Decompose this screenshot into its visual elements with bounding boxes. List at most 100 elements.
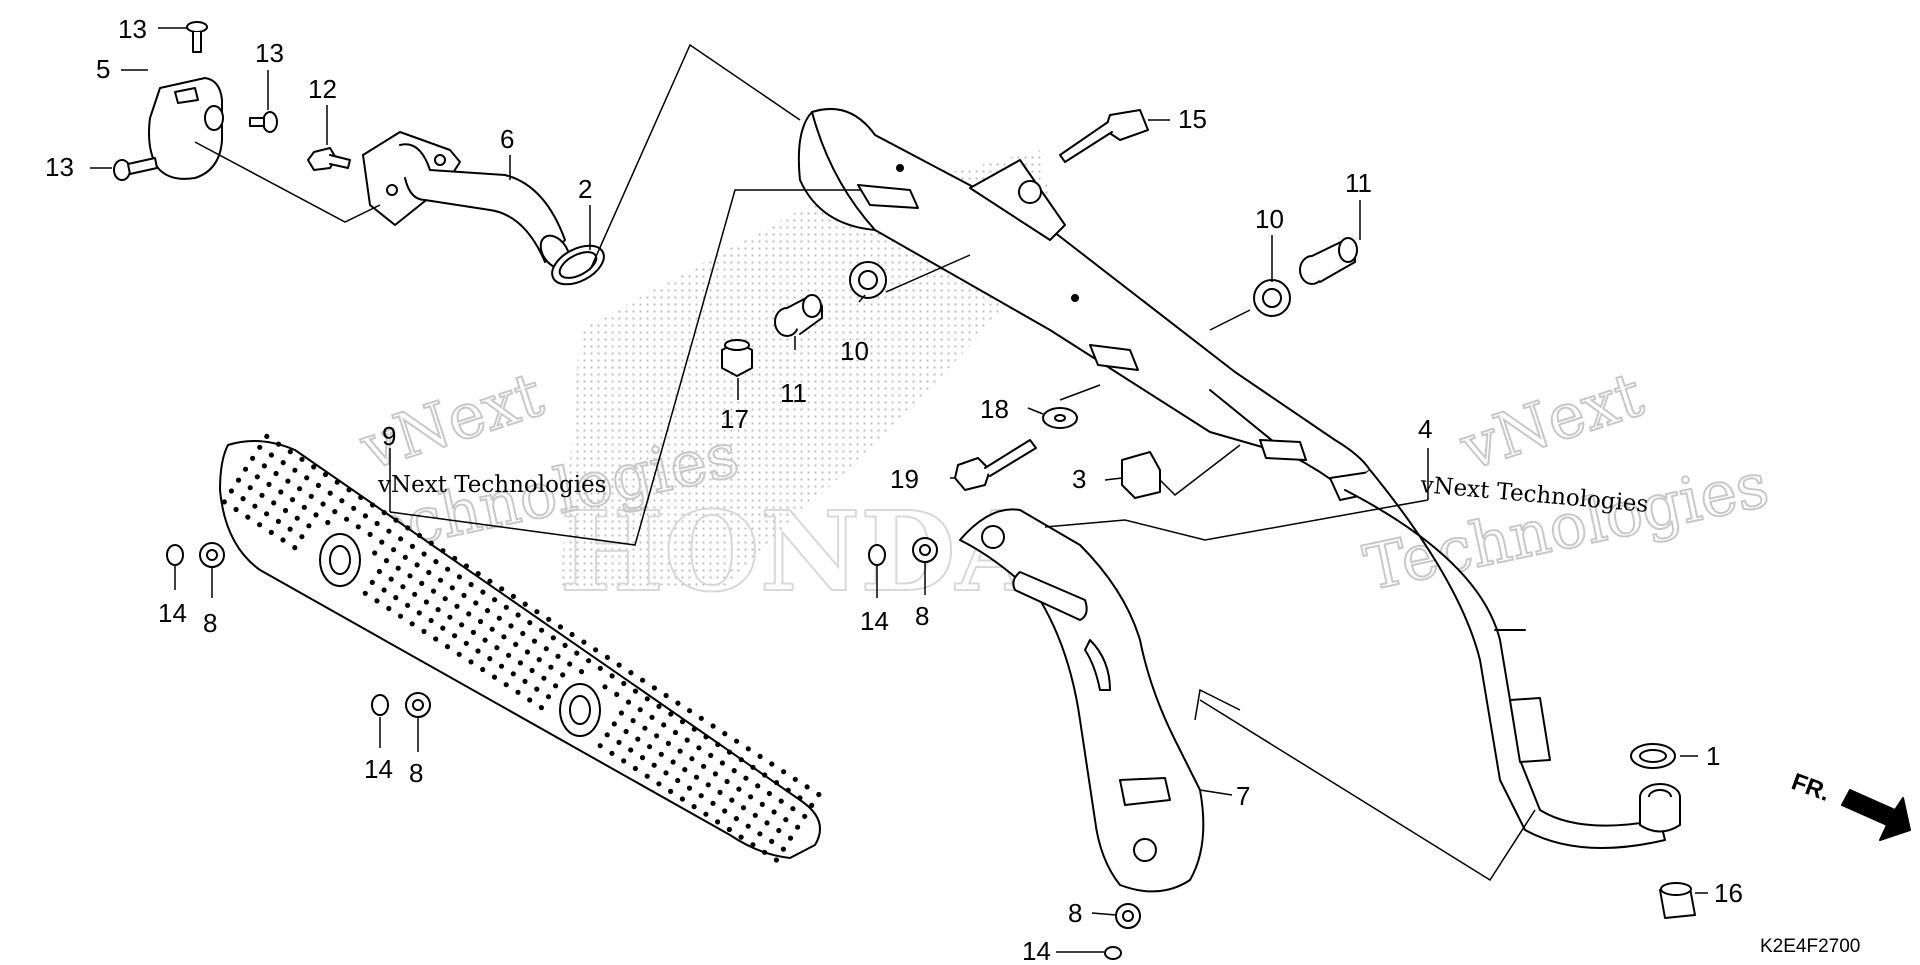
perforation-hole [689, 756, 695, 762]
perforation-hole [785, 787, 791, 793]
perforation-hole [630, 718, 636, 724]
part-flange-collar [1639, 783, 1681, 833]
perforation-hole [508, 623, 514, 629]
watermark-right-line2: Technologies [1358, 448, 1775, 605]
perforation-hole [703, 811, 709, 817]
perforation-hole [719, 760, 726, 766]
perforation-hole [322, 471, 329, 478]
perforation-hole [670, 759, 676, 765]
perforation-hole [531, 638, 538, 644]
front-direction-label: FR. [1788, 768, 1834, 807]
perforation-hole [459, 622, 465, 628]
perforation-hole [776, 827, 782, 834]
perforation-hole [492, 597, 498, 603]
perforation-hole [445, 566, 451, 572]
part-tail-pipe-6 [362, 131, 571, 270]
perforation-hole [301, 504, 307, 510]
perforation-hole [397, 613, 404, 619]
callout-14-a: 14 [158, 598, 187, 628]
perforation-hole [503, 682, 509, 688]
perforation-hole [449, 585, 455, 591]
perforation-hole [257, 522, 263, 528]
perforation-hole [656, 703, 662, 710]
perforation-hole [369, 502, 376, 508]
perforation-hole [569, 631, 575, 638]
perforation-hole [506, 652, 512, 658]
perforation-hole [557, 624, 564, 630]
perforation-hole [452, 555, 458, 561]
perforation-hole [400, 584, 406, 590]
perforation-hole [374, 520, 380, 527]
perforation-hole [482, 637, 488, 643]
perforation-hole [433, 559, 439, 565]
part-screw-13-left [113, 157, 158, 181]
perforation-hole [266, 481, 272, 487]
perforation-hole [416, 610, 422, 616]
perforation-hole [543, 646, 549, 652]
perforation-hole [280, 537, 286, 543]
perforation-hole [235, 477, 242, 483]
perforation-hole [391, 547, 397, 553]
perforation-hole [228, 488, 234, 494]
perforation-hole [766, 790, 773, 797]
perforation-hole [275, 441, 282, 447]
perforation-hole [503, 604, 509, 610]
perforation-hole [548, 664, 554, 670]
perforation-hole [242, 466, 249, 472]
perforation-hole [264, 511, 270, 517]
perforation-hole [287, 526, 293, 532]
perforation-hole [625, 699, 632, 705]
perforation-hole [740, 805, 747, 811]
perforation-hole [686, 785, 693, 791]
perforation-hole [405, 602, 411, 608]
perforation-hole [546, 616, 552, 622]
front-direction-arrow [1841, 789, 1911, 841]
perforation-hole [527, 697, 533, 703]
perforation-hole [602, 684, 608, 690]
perforation-hole [609, 673, 615, 679]
perforation-hole [456, 574, 462, 580]
perforation-hole [437, 577, 444, 583]
perforation-hole [261, 463, 267, 469]
perforation-hole [656, 781, 662, 787]
perforation-hole [254, 474, 260, 480]
perforation-hole [745, 746, 751, 752]
perforation-hole [393, 517, 399, 523]
perforation-hole [369, 579, 375, 586]
perforation-hole [705, 782, 711, 788]
part-washer-8-c [912, 537, 938, 563]
perforation-hole [710, 723, 716, 729]
perforation-hole [386, 528, 392, 534]
callout-13-right: 13 [255, 38, 284, 68]
part-rubber-3 [1121, 451, 1161, 499]
perforation-hole [477, 618, 484, 625]
perforation-hole [275, 518, 281, 525]
perforation-hole [315, 482, 321, 488]
perforation-hole [334, 479, 340, 485]
perforation-hole [463, 640, 469, 646]
perforation-hole [468, 659, 474, 665]
perforation-hole [647, 744, 653, 750]
perforation-hole [545, 694, 552, 700]
callout-16: 16 [1714, 878, 1743, 908]
perforation-hole [245, 514, 251, 520]
perforation-hole [426, 569, 432, 576]
perforation-hole [734, 738, 740, 744]
callout-8-c: 8 [915, 601, 929, 631]
perforation-hole [757, 753, 763, 760]
perforation-hole [604, 732, 610, 738]
watermark-left-caption: vNext Technologies [377, 472, 606, 498]
perforation-hole [597, 665, 603, 671]
perforation-hole [644, 773, 650, 779]
part-washer-8-a [199, 542, 225, 568]
perforation-hole [351, 505, 357, 511]
perforation-hole [560, 672, 566, 678]
perforation-hole [745, 823, 751, 829]
perforation-hole [743, 775, 749, 781]
part-bolt-19 [954, 439, 1037, 491]
callout-2: 2 [578, 174, 592, 204]
perforation-hole [555, 653, 561, 659]
perforation-hole [632, 688, 639, 694]
perforation-hole [764, 820, 770, 826]
perforation-hole [773, 780, 780, 786]
